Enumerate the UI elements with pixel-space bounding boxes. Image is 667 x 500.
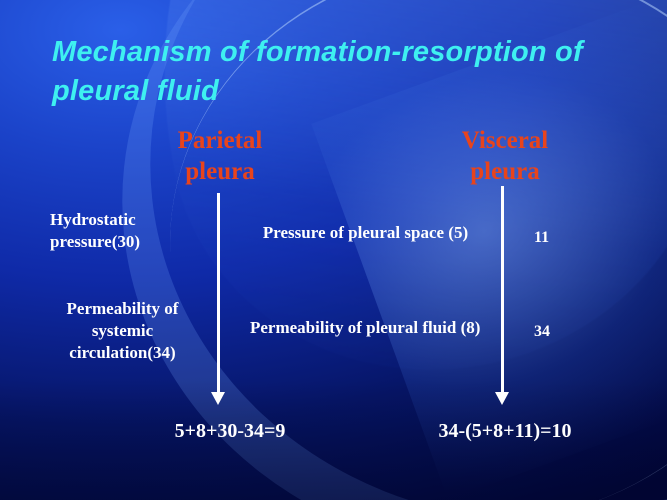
arrowhead-icon: [211, 392, 225, 405]
column-header-visceral: Visceral pleura: [461, 127, 549, 185]
column-header-parietal: Parietal pleura: [177, 127, 263, 185]
equation-visceral: 34-(5+8+11)=10: [438, 420, 572, 442]
arrow-visceral-down: [495, 186, 509, 405]
decorative-bottom-shade: [0, 380, 667, 500]
label-pressure-pleural-space: Pressure of pleural space (5): [262, 223, 469, 242]
value-visceral-11: 11: [534, 229, 550, 246]
value-visceral-34: 34: [534, 323, 550, 340]
slide-title: Mechanism of formation-resorption of ple…: [52, 36, 583, 107]
equation-parietal: 5+8+30-34=9: [174, 420, 286, 442]
label-permeability-systemic-circulation: Permeability of systemic circulation(34): [66, 299, 179, 362]
arrowhead-icon: [495, 392, 509, 405]
label-permeability-pleural-fluid: Permeability of pleural fluid (8): [250, 318, 481, 337]
arrow-parietal-down: [211, 193, 225, 405]
label-hydrostatic-pressure: Hydrostatic pressure(30): [50, 210, 141, 251]
